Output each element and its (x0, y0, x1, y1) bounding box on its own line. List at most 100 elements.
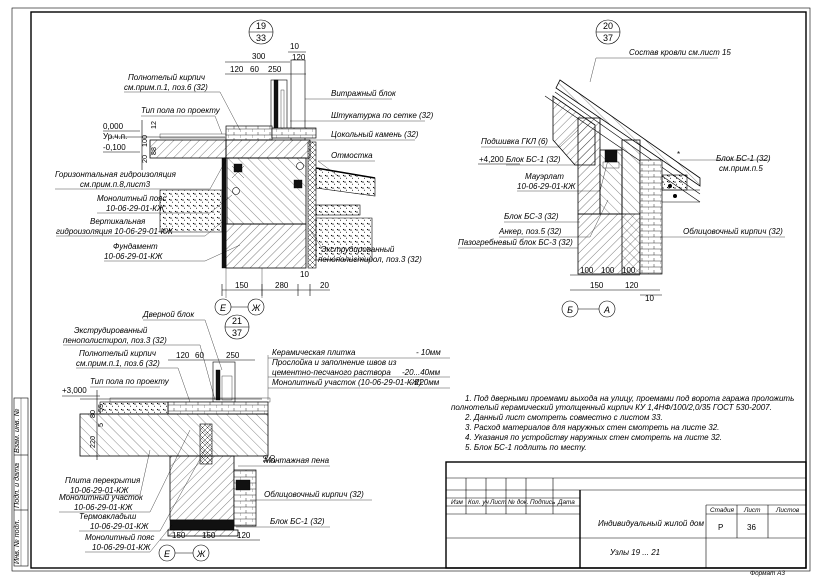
svg-text:55: 55 (96, 404, 105, 412)
svg-text:Блок БС-1 (32): Блок БС-1 (32) (716, 154, 771, 163)
svg-text:-20...40мм: -20...40мм (402, 368, 441, 377)
dim-bottom-10: 10 (300, 270, 309, 279)
node-20: 20 37 Состав кровли см.лист 15 +4,200 10… (458, 19, 785, 318)
svg-text:10-06-29-01-КЖ: 10-06-29-01-КЖ (70, 486, 129, 495)
dim-120: 120 (230, 65, 244, 74)
svg-text:10: 10 (261, 455, 270, 463)
svg-text:см.прим.п.5: см.прим.п.5 (719, 164, 763, 173)
svg-text:150: 150 (202, 531, 216, 540)
svg-text:10-06-29-01-КЖ: 10-06-29-01-КЖ (517, 182, 576, 191)
roof-layers (555, 79, 701, 187)
svg-text:Блок БС-1 (32): Блок БС-1 (32) (270, 517, 325, 526)
svg-text:20: 20 (268, 455, 277, 463)
svg-text:20: 20 (140, 155, 149, 163)
svg-text:Стадия: Стадия (710, 506, 735, 514)
svg-text:120: 120 (625, 281, 639, 290)
svg-text:2. Данный лист смотреть совмес: 2. Данный лист смотреть совместно с лист… (464, 413, 663, 422)
svg-text:60: 60 (195, 351, 204, 360)
level-4200: +4,200 (479, 155, 504, 164)
svg-text:- 10мм: - 10мм (416, 348, 441, 357)
svg-text:120: 120 (176, 351, 190, 360)
svg-text:Е: Е (164, 549, 171, 559)
svg-text:12: 12 (149, 121, 158, 129)
sheet-number: 36 (747, 523, 756, 532)
node-21: 21 37 120 60 250 +3,000 80 55 5 220 10 2… (59, 310, 450, 562)
svg-text:Полнотелый кирпич: Полнотелый кирпич (128, 73, 205, 82)
svg-text:Облицовочный кирпич (32): Облицовочный кирпич (32) (264, 490, 364, 499)
svg-text:Е: Е (220, 303, 227, 313)
svg-text:Подшивка ГКЛ (6): Подшивка ГКЛ (6) (481, 137, 548, 146)
svg-text:100: 100 (622, 266, 636, 275)
svg-text:Вертикальная: Вертикальная (90, 217, 146, 226)
outer-frame (11, 7, 811, 572)
wall-bs3 (577, 213, 641, 275)
svg-text:Монолитный участок: Монолитный участок (59, 493, 144, 502)
svg-text:Керамическая плитка: Керамическая плитка (272, 348, 356, 357)
svg-text:Ж: Ж (196, 549, 206, 559)
svg-text:Пазогребневый блок БС-3 (32): Пазогребневый блок БС-3 (32) (458, 238, 573, 247)
format-label: Формат А3 (750, 570, 785, 577)
svg-text:Цокольный камень (32): Цокольный камень (32) (331, 130, 419, 139)
svg-text:Мауэрлат: Мауэрлат (525, 172, 564, 181)
asterisk-mark: * (677, 150, 680, 159)
wall-bs1-21 (169, 455, 235, 521)
floor-slab-21 (79, 413, 269, 457)
svg-text:Листов: Листов (775, 507, 800, 514)
svg-text:10-06-29-01-КЖ: 10-06-29-01-КЖ (104, 252, 163, 261)
svg-text:150: 150 (590, 281, 604, 290)
svg-text:37: 37 (232, 328, 242, 338)
node-19-sheet: 33 (256, 33, 266, 43)
svg-text:цементно-песчаного раствора: цементно-песчаного раствора (272, 368, 391, 377)
svg-text:1. Под дверными проемами выход: 1. Под дверными проемами выхода на улицу… (465, 394, 794, 403)
stage-value: Р (718, 523, 723, 532)
roof-note: Состав кровли см.лист 15 (629, 48, 731, 57)
svg-text:Монолитный пояс: Монолитный пояс (97, 194, 166, 203)
svg-text:Тип пола по проекту: Тип пола по проекту (141, 106, 221, 115)
svg-text:80: 80 (88, 410, 97, 418)
svg-text:Отмостка: Отмостка (331, 151, 373, 160)
svg-text:см.прим.п.8,лист3: см.прим.п.8,лист3 (80, 180, 151, 189)
floor-slab (149, 139, 227, 159)
svg-text:Штукатурка по сетке (32): Штукатурка по сетке (32) (331, 111, 434, 120)
svg-text:10-06-29-01-КЖ: 10-06-29-01-КЖ (92, 543, 151, 552)
svg-text:20: 20 (603, 21, 613, 31)
level-ground: Ур.ч.п. (103, 132, 127, 141)
dim-250: 250 (268, 65, 282, 74)
general-notes: 1. Под дверными проемами выхода на улицу… (451, 394, 794, 452)
svg-text:см.прим.п.1, поз.6 (32): см.прим.п.1, поз.6 (32) (76, 359, 160, 368)
dim-10: 10 (290, 42, 299, 51)
svg-text:пенополистирол, поз.3 (32): пенополистирол, поз.3 (32) (63, 336, 167, 345)
svg-text:250: 250 (226, 351, 240, 360)
svg-text:см.прим.п.1, поз.6 (32): см.прим.п.1, поз.6 (32) (124, 83, 208, 92)
dim-60: 60 (250, 65, 259, 74)
svg-text:пенополистирол, поз.3 (32): пенополистирол, поз.3 (32) (318, 255, 422, 264)
replace-inv-label: Взам. инв. № (12, 408, 21, 453)
sheet-title: Узлы 19 ... 21 (609, 548, 660, 557)
dim-bottom-150: 150 (235, 281, 249, 290)
svg-text:10-06-29-01-КЖ: 10-06-29-01-КЖ (90, 522, 149, 531)
svg-text:Плита перекрытия: Плита перекрытия (65, 476, 141, 485)
side-strip: Инв. № подл. Подп. и дата Взам. инв. № (12, 397, 29, 567)
sign-date-label: Подп. и дата (12, 463, 21, 508)
wall-bs1 (577, 117, 601, 215)
level-3000: +3,000 (62, 386, 87, 395)
svg-text:Прослойка и заполнение швов из: Прослойка и заполнение швов из (272, 358, 397, 367)
dim-300: 300 (252, 52, 266, 61)
level-0100: -0,100 (103, 143, 126, 152)
svg-text:Подпись: Подпись (530, 498, 555, 506)
svg-text:21: 21 (232, 316, 242, 326)
svg-text:3. Расход материалов для наруж: 3. Расход материалов для наружных стен с… (465, 423, 719, 432)
svg-text:5. Блок БС-1 подлить по месту.: 5. Блок БС-1 подлить по месту. (465, 443, 587, 452)
svg-text:Витражный блок: Витражный блок (331, 89, 397, 98)
svg-text:100: 100 (601, 266, 615, 275)
inv-no-label: Инв. № подл. (12, 519, 21, 564)
svg-text:Анкер, поз.5 (32): Анкер, поз.5 (32) (498, 227, 562, 236)
svg-text:Полнотелый кирпич: Полнотелый кирпич (79, 349, 156, 358)
blind-area (315, 167, 376, 197)
svg-text:Лист: Лист (489, 499, 507, 506)
svg-text:Дверной блок: Дверной блок (142, 310, 195, 319)
svg-text:Фундамент: Фундамент (113, 242, 158, 251)
svg-text:Монтажная пена: Монтажная пена (264, 456, 330, 465)
